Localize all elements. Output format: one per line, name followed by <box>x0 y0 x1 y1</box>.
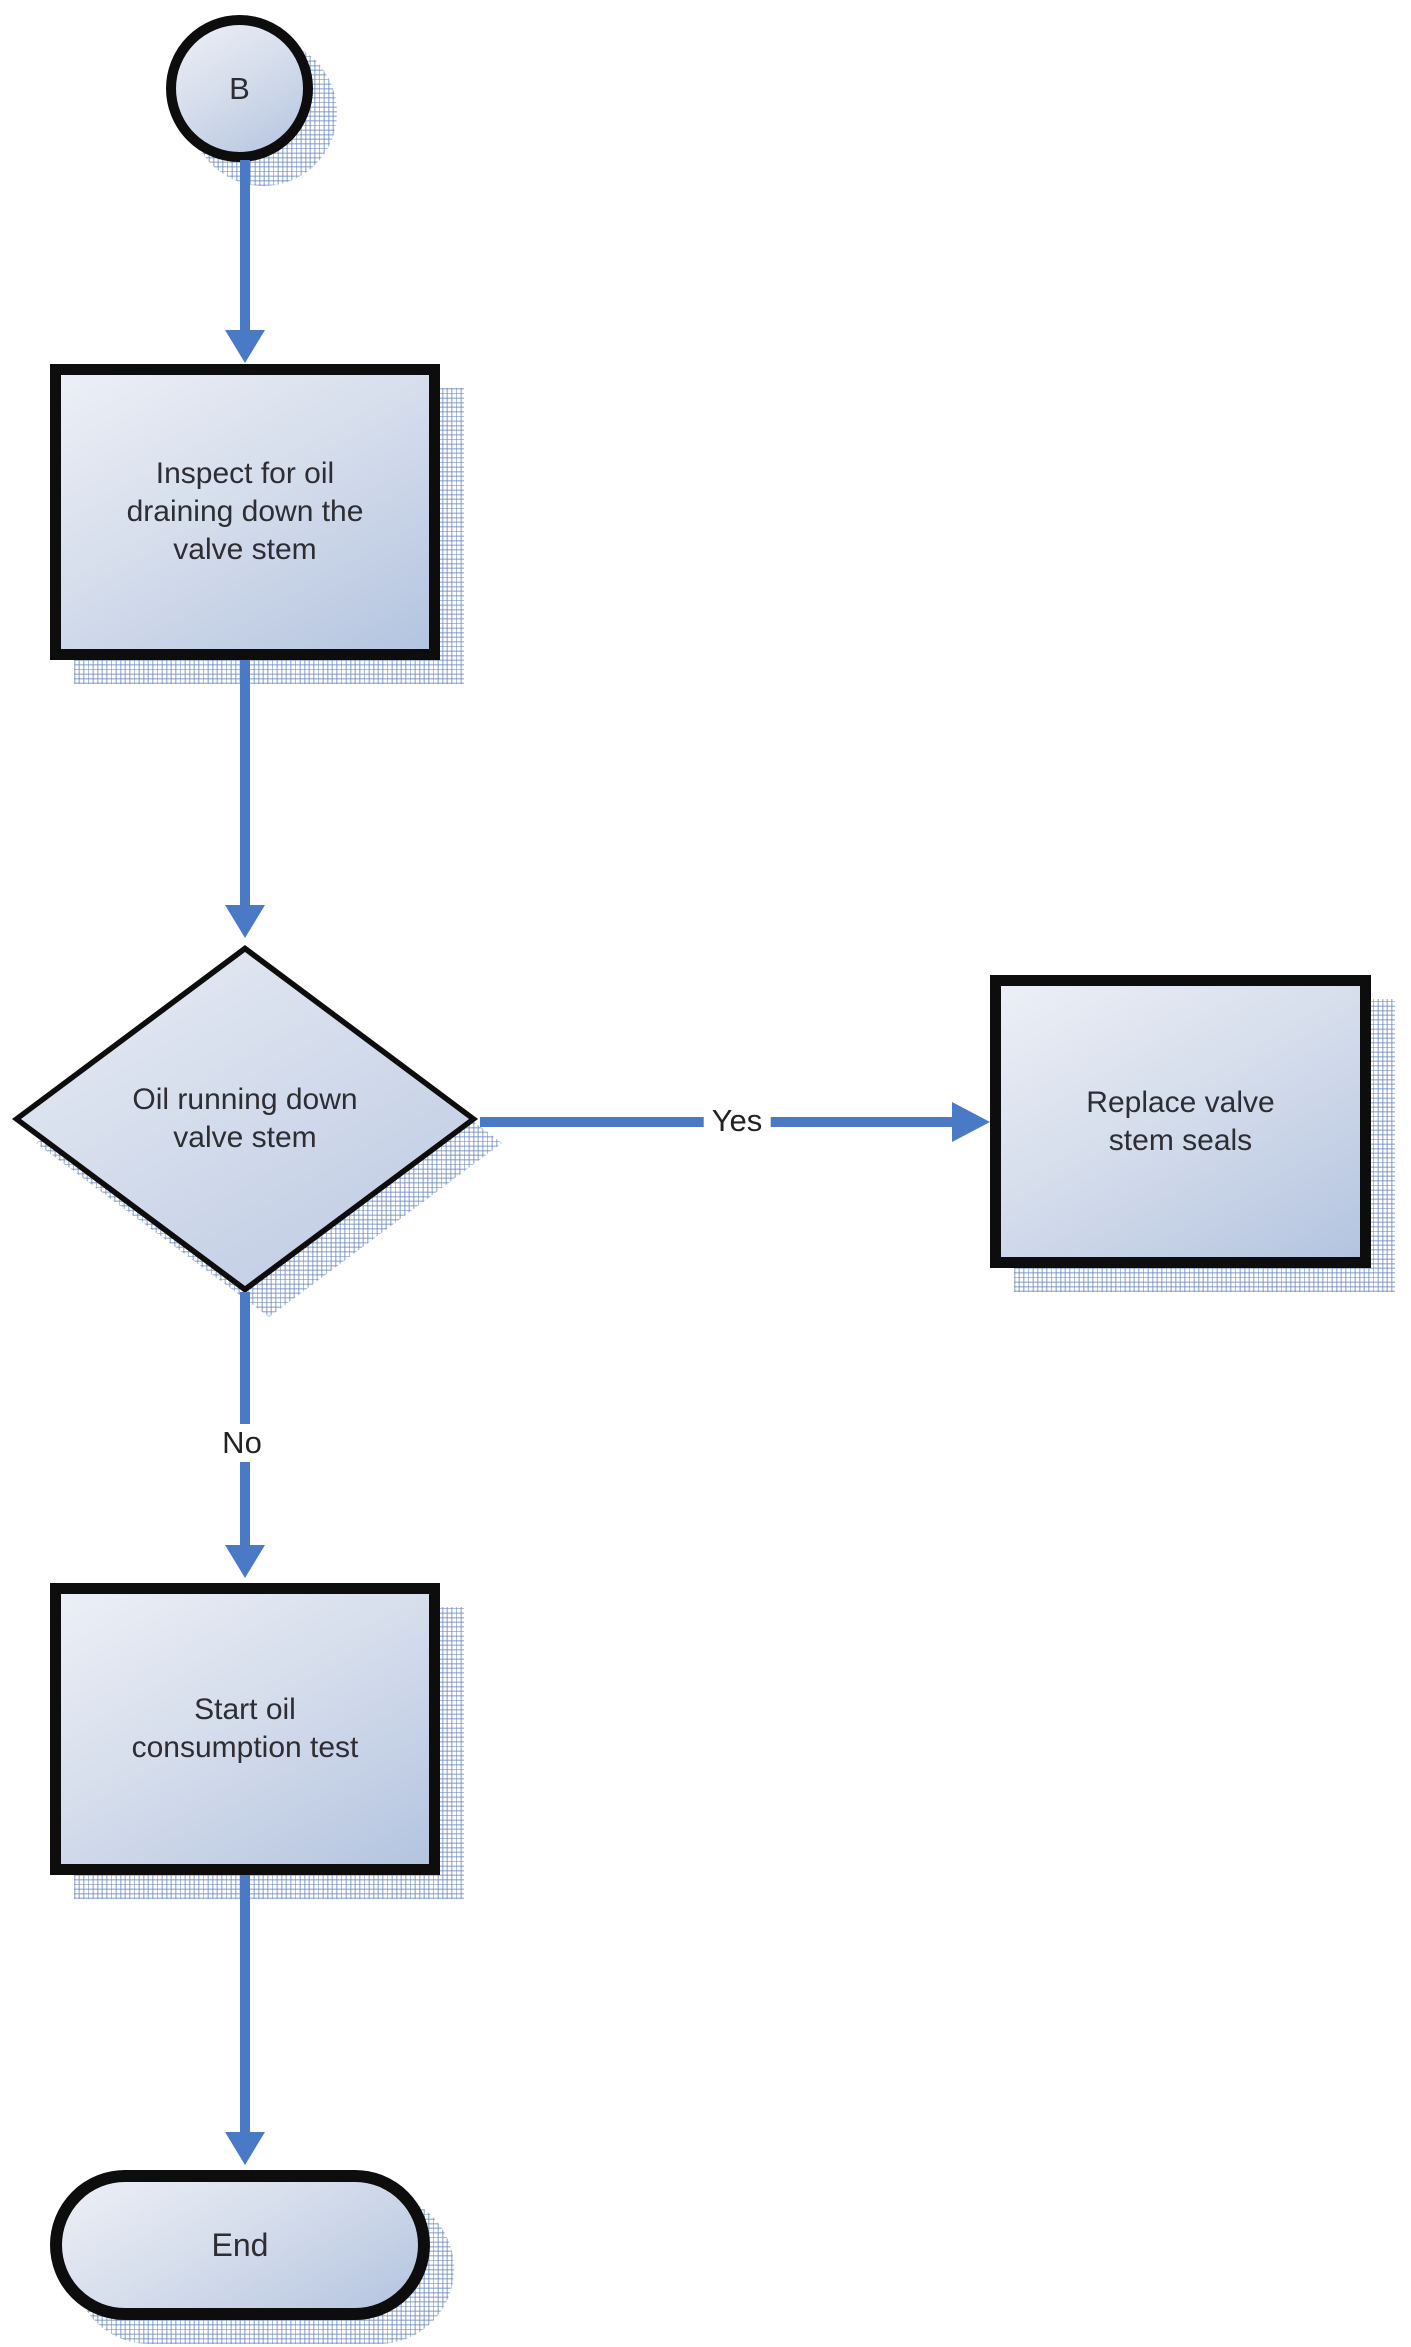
process-node-replace: Replace valve stem seals <box>990 975 1395 1292</box>
process-inspect-box: Inspect for oil draining down the valve … <box>50 364 440 660</box>
arrowhead-inspect-to-decision <box>225 905 265 938</box>
arrow-line-b-to-inspect <box>240 160 250 332</box>
arrowhead-start-test-to-end <box>225 2132 265 2165</box>
connector-b-circle: B <box>166 15 313 162</box>
terminator-node-end: End <box>50 2170 454 2344</box>
connector-b-label: B <box>229 70 250 106</box>
edge-label-no: No <box>214 1424 270 1462</box>
decision-label-layer: Oil running down valve stem <box>12 945 478 1293</box>
decision-label: Oil running down valve stem <box>132 1083 358 1154</box>
edge-label-yes: Yes <box>703 1102 771 1140</box>
decision-node-oil-running: Oil running down valve stem <box>12 945 502 1317</box>
process-inspect-label: Inspect for oil draining down the valve … <box>126 457 364 566</box>
process-node-inspect: Inspect for oil draining down the valve … <box>50 364 464 684</box>
terminator-end-label: End <box>211 2226 269 2263</box>
connector-node-b: B <box>166 15 337 186</box>
process-replace-label: Replace valve stem seals <box>1086 1085 1275 1157</box>
process-node-start-test: Start oil consumption test <box>50 1583 464 1899</box>
process-replace-box: Replace valve stem seals <box>990 975 1371 1268</box>
process-start-test-box: Start oil consumption test <box>50 1583 440 1875</box>
arrow-line-start-test-to-end <box>240 1875 250 2132</box>
arrowhead-decision-to-start-test <box>225 1545 265 1578</box>
arrowhead-b-to-inspect <box>225 330 265 363</box>
arrowhead-decision-to-replace <box>952 1102 990 1142</box>
terminator-end-box: End <box>50 2170 430 2320</box>
arrow-line-decision-to-start-test <box>240 1292 250 1545</box>
arrow-line-inspect-to-decision <box>240 660 250 905</box>
process-start-test-label: Start oil consumption test <box>131 1693 359 1764</box>
